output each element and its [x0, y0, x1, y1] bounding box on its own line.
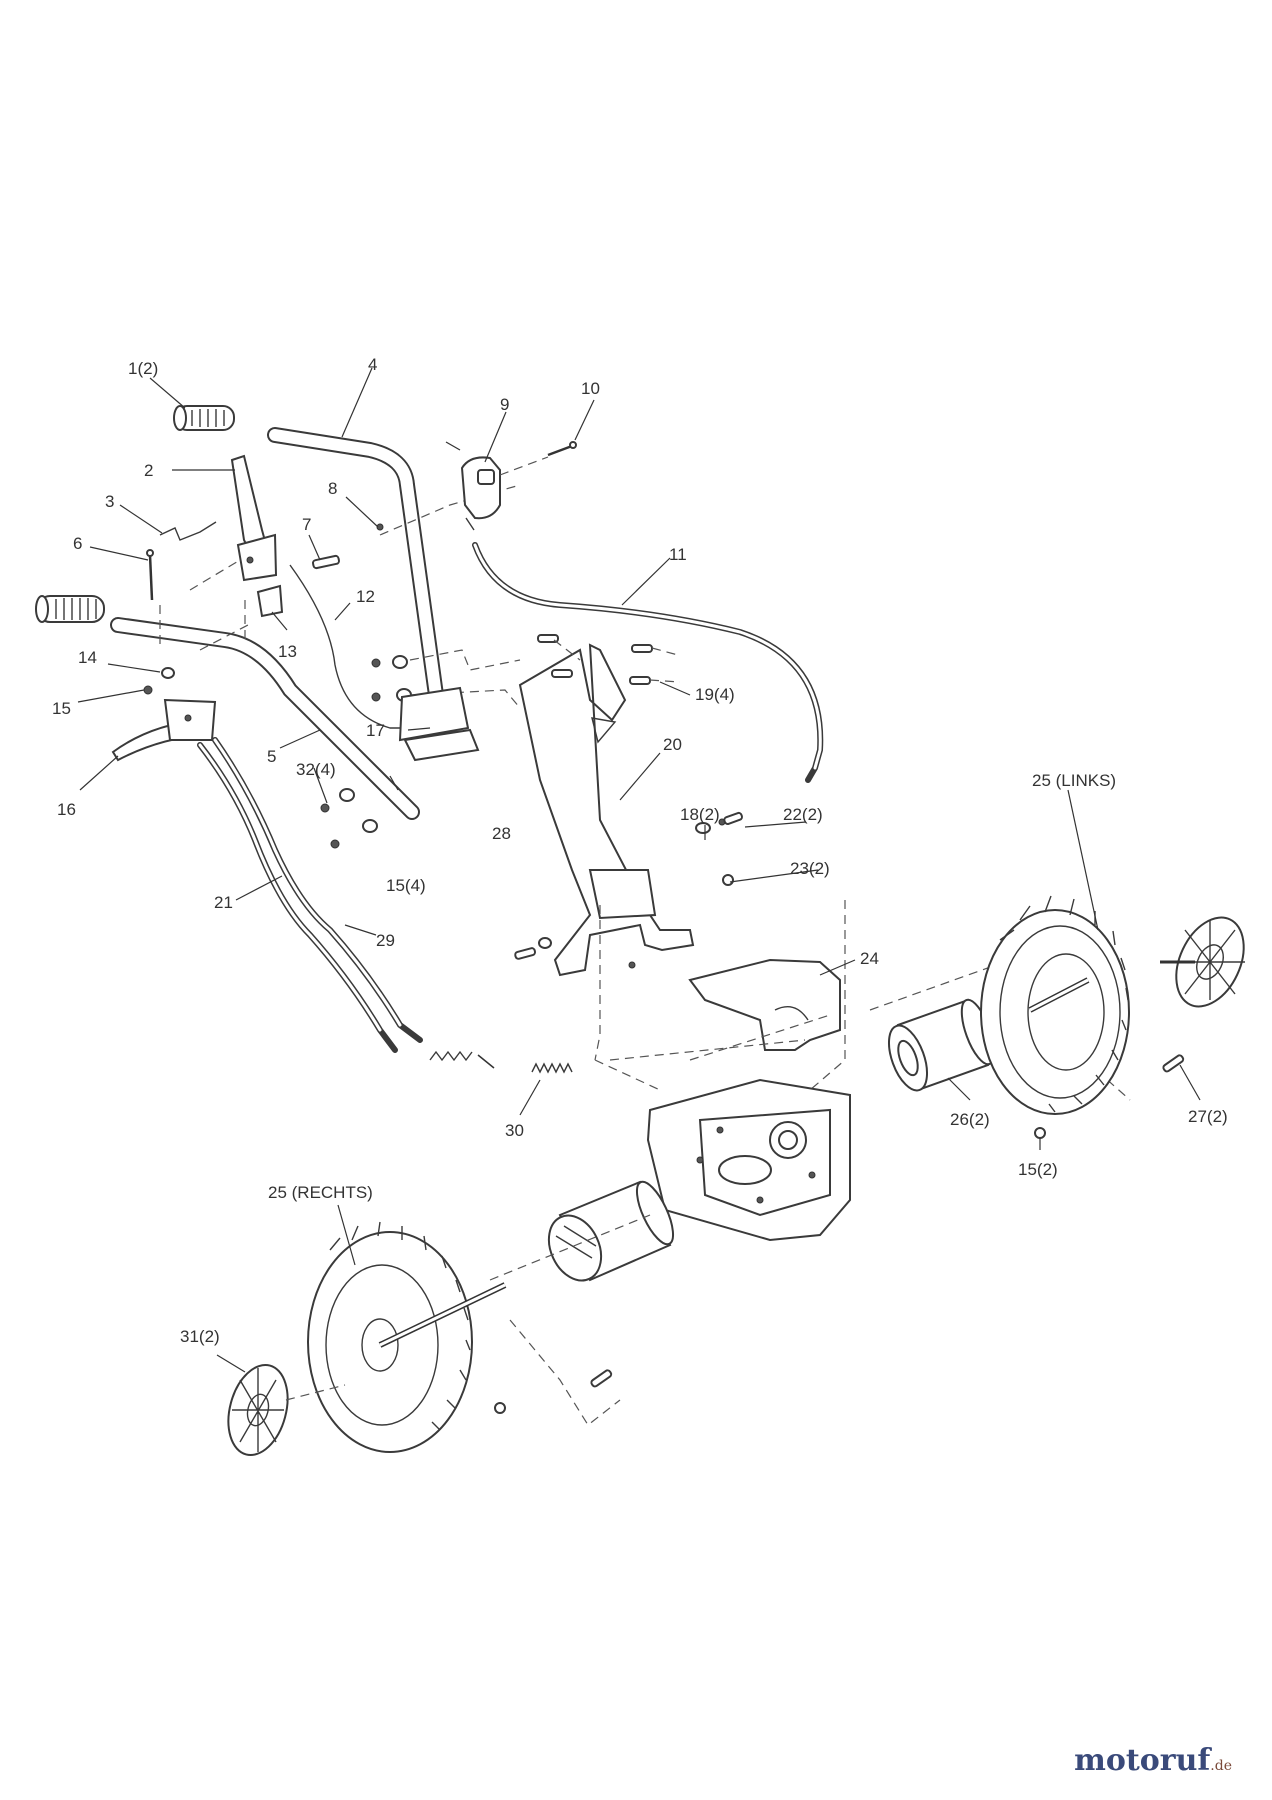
callout-20: 20 [663, 735, 682, 754]
callout-18: 18(2) [680, 805, 720, 824]
wheel-cap-right [227, 1363, 346, 1457]
callout-22: 22(2) [783, 805, 823, 824]
bolt-27 [1162, 1054, 1185, 1073]
callout-10: 10 [581, 379, 600, 398]
transmission [646, 1078, 851, 1242]
nut-23 [722, 874, 734, 886]
grip-lower [35, 595, 105, 623]
nut-15-2 [1034, 1127, 1046, 1139]
leader-lines [77, 367, 1201, 1373]
throttle-cable [472, 542, 824, 783]
callout-16: 16 [57, 800, 76, 819]
callout-9: 9 [500, 395, 509, 414]
callout-14: 14 [78, 648, 97, 667]
callout-21: 21 [214, 893, 233, 912]
callout-1: 1(2) [128, 359, 158, 378]
wheel-hub-right [547, 1180, 675, 1282]
callout-12: 12 [356, 587, 375, 606]
shift-lever [230, 454, 278, 582]
cable-12 [289, 564, 435, 729]
callout-3: 3 [105, 492, 114, 511]
watermark-tld: .de [1210, 1758, 1232, 1774]
handlebar-lower [110, 617, 420, 820]
callout-8: 8 [328, 479, 337, 498]
bracket-28 [398, 686, 480, 762]
callout-24: 24 [860, 949, 879, 968]
callout-4: 4 [368, 355, 377, 374]
bolt-7 [312, 554, 340, 570]
callout-15-2: 15(2) [1018, 1160, 1058, 1179]
bolts-19 [537, 634, 681, 685]
handle-support-frame [518, 643, 695, 977]
callout-15: 15 [52, 699, 71, 718]
callout-28: 28 [492, 824, 511, 843]
callout-25-rechts: 25 (RECHTS) [268, 1183, 373, 1202]
callout-26: 26(2) [950, 1110, 990, 1129]
wheel-cap-left [1160, 916, 1245, 1008]
callout-13: 13 [278, 642, 297, 661]
transmission-shield [688, 958, 841, 1051]
callout-19: 19(4) [695, 685, 735, 704]
callout-31: 31(2) [180, 1327, 220, 1346]
callout-6: 6 [73, 534, 82, 553]
grip-upper [173, 405, 235, 431]
callout-25-links: 25 (LINKS) [1032, 771, 1116, 790]
callout-labels: 1(2) 2 3 4 5 6 7 8 9 10 11 12 13 14 15 1… [52, 355, 1228, 1346]
watermark-logo: motoruf.de [1074, 1743, 1232, 1778]
callout-7: 7 [302, 515, 311, 534]
control-cables [197, 737, 423, 1053]
screw-10 [499, 441, 577, 476]
bracket-3 [159, 521, 217, 541]
callout-29: 29 [376, 931, 395, 950]
callout-2: 2 [144, 461, 153, 480]
bolt-22-washer-18 [695, 811, 743, 834]
spring-cable-end [429, 1050, 495, 1069]
callout-27: 27(2) [1188, 1107, 1228, 1126]
spring-30 [531, 1062, 573, 1074]
wheel-right [307, 1221, 507, 1453]
callout-5: 5 [267, 747, 276, 766]
watermark-name: motoruf [1074, 1743, 1211, 1778]
bracket-13 [256, 584, 284, 618]
callout-30: 30 [505, 1121, 524, 1140]
callout-15-4: 15(4) [386, 876, 426, 895]
clutch-lever [111, 698, 217, 762]
callout-23: 23(2) [790, 859, 830, 878]
bolt-wheel-right [590, 1369, 613, 1388]
handlebar-upper [267, 427, 444, 703]
pin-6 [146, 549, 154, 601]
callout-17: 17 [366, 721, 385, 740]
bolts-frame-bottom [514, 937, 636, 969]
wheel-left [980, 895, 1130, 1115]
callout-11: 11 [669, 545, 687, 564]
callout-32: 32(4) [296, 760, 336, 779]
throttle-control [460, 456, 501, 531]
washers-32 [320, 788, 378, 849]
nut-wheel-right [494, 1402, 506, 1414]
